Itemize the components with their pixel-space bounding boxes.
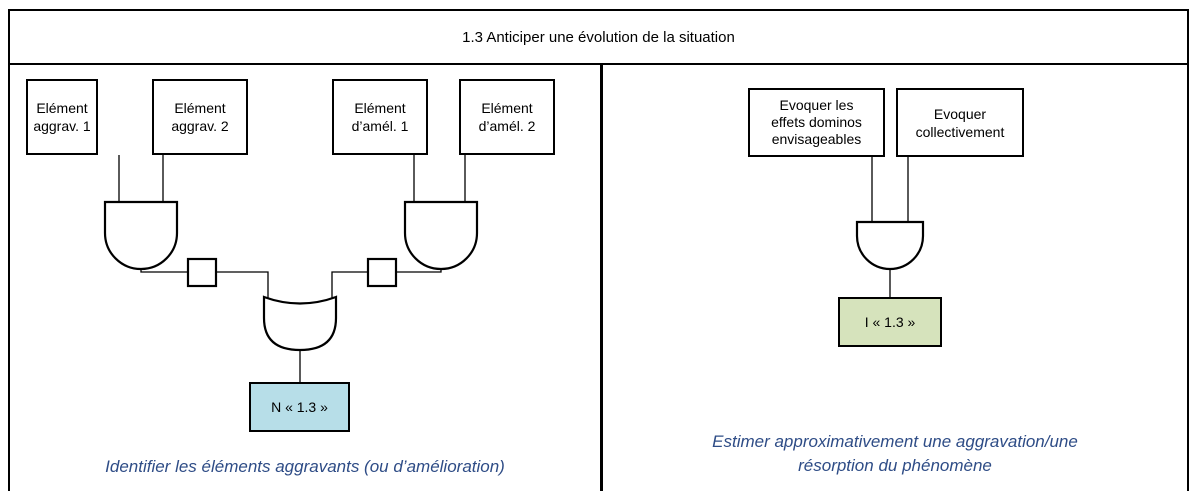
caption-text: résorption du phénomène bbox=[798, 456, 992, 475]
output-node-n: N « 1.3 » bbox=[249, 382, 350, 432]
box-aggravating-2: Elément aggrav. 2 bbox=[152, 79, 248, 155]
wire-node-left-to-or bbox=[216, 271, 269, 302]
box-aggravating-1: Elément aggrav. 1 bbox=[26, 79, 98, 155]
box-line: envisageables bbox=[771, 131, 862, 147]
box-line: Elément bbox=[174, 100, 226, 116]
node-right bbox=[366, 257, 398, 288]
node-left bbox=[186, 257, 218, 288]
box-line: effets dominos bbox=[771, 114, 862, 130]
box-line: Elément bbox=[36, 100, 88, 116]
box-line: Elément bbox=[481, 100, 533, 116]
or-gate bbox=[262, 295, 338, 352]
box-line: d’amél. 1 bbox=[351, 118, 409, 134]
caption-text: Identifier les éléments aggravants (ou d… bbox=[105, 457, 505, 476]
caption-right: Estimer approximativement une aggravatio… bbox=[615, 430, 1175, 478]
panel-divider bbox=[600, 64, 603, 491]
box-line: aggrav. 2 bbox=[171, 118, 229, 134]
caption-text: Estimer approximativement une aggravatio… bbox=[712, 432, 1078, 451]
and-gate-right-panel bbox=[855, 220, 925, 271]
box-line: Evoquer bbox=[933, 105, 987, 122]
output-label: I « 1.3 » bbox=[864, 314, 916, 330]
box-line: aggrav. 1 bbox=[33, 118, 91, 134]
box-line: Evoquer les bbox=[779, 97, 854, 113]
diagram-title: 1.3 Anticiper une évolution de la situat… bbox=[462, 28, 735, 46]
box-improvement-1: Elément d’amél. 1 bbox=[332, 79, 428, 155]
output-node-i: I « 1.3 » bbox=[838, 297, 942, 347]
box-line: collectivement bbox=[915, 123, 1005, 140]
right-border bbox=[1187, 64, 1189, 491]
left-border bbox=[8, 64, 10, 491]
caption-left: Identifier les éléments aggravants (ou d… bbox=[20, 455, 590, 479]
box-improvement-2: Elément d’amél. 2 bbox=[459, 79, 555, 155]
box-line: Elément bbox=[354, 100, 406, 116]
and-gate-left bbox=[103, 200, 179, 271]
box-line: d’amél. 2 bbox=[478, 118, 536, 134]
output-label: N « 1.3 » bbox=[271, 399, 328, 415]
wire-node-right-to-or bbox=[331, 271, 368, 302]
and-gate-right bbox=[403, 200, 479, 271]
title-bar: 1.3 Anticiper une évolution de la situat… bbox=[8, 9, 1189, 65]
